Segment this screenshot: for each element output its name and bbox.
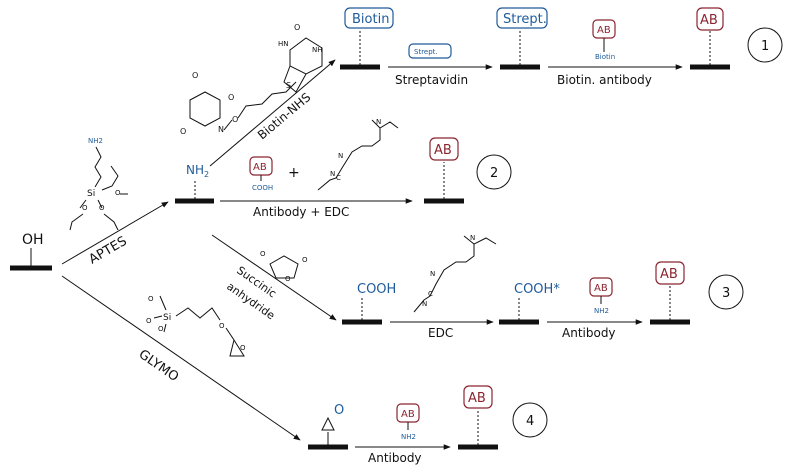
svg-text:O: O — [240, 344, 246, 352]
route-2-number: 2 — [490, 166, 498, 181]
svg-text:NH2: NH2 — [88, 137, 103, 145]
biotin-antibody-step: Biotin. antibody — [557, 73, 652, 87]
svg-text:O: O — [158, 325, 164, 333]
svg-text:AB: AB — [401, 409, 415, 420]
svg-text:O: O — [180, 127, 186, 136]
svg-text:N: N — [330, 170, 335, 178]
svg-text:O: O — [334, 403, 344, 418]
strept-label: Strept. — [503, 12, 547, 27]
succinic-structure: O O O — [260, 250, 308, 283]
svg-text:N: N — [218, 125, 224, 134]
cooh-label: COOH — [357, 282, 396, 297]
svg-text:Si: Si — [163, 313, 171, 323]
svg-text:N: N — [470, 234, 475, 242]
aptes-structure: NH2 Si O O O — [69, 137, 128, 231]
svg-text:NH2: NH2 — [401, 433, 416, 441]
biotin-small-label: Biotin — [595, 53, 615, 61]
svg-text:O: O — [82, 204, 88, 212]
route-1: Biotin Streptavidin Strept. Strept. Biot… — [340, 7, 783, 87]
svg-text:C: C — [428, 290, 433, 298]
amine-surface: NH2 — [175, 163, 214, 204]
svg-text:HN: HN — [278, 40, 289, 48]
svg-text:C: C — [336, 174, 341, 182]
route-4-number: 4 — [526, 414, 534, 429]
biotin-nhs-arrow — [209, 59, 336, 167]
svg-text:AB: AB — [660, 267, 678, 282]
svg-text:N: N — [430, 270, 435, 278]
glymo-label: GLYMO — [136, 347, 181, 385]
svg-text:NH2: NH2 — [186, 163, 209, 179]
svg-text:AB: AB — [594, 283, 608, 294]
plus-sign: + — [288, 165, 300, 181]
glymo-arrow — [61, 275, 301, 441]
biotin-nhs-label: Biotin-NHS — [255, 90, 313, 142]
svg-text:O: O — [148, 295, 154, 303]
route-3: COOH EDC N C N N COOH* Antibody AB NH2 A… — [342, 234, 744, 340]
svg-text:O: O — [228, 93, 234, 102]
biotin-nhs-structure: O O N O O O HN NH S — [180, 23, 323, 136]
glymo-structure: O O O Si O O — [146, 295, 246, 357]
svg-text:NH: NH — [312, 46, 323, 54]
svg-text:AB: AB — [253, 162, 267, 173]
svg-text:O: O — [294, 23, 300, 32]
antibody-edc-step: Antibody + EDC — [253, 205, 349, 219]
svg-text:O: O — [285, 275, 291, 283]
svg-text:O: O — [232, 115, 238, 124]
svg-text:N: N — [422, 300, 427, 308]
svg-text:O: O — [260, 250, 266, 258]
biotin-label: Biotin — [352, 12, 389, 27]
antibody-step-3: Antibody — [562, 326, 616, 340]
svg-text:S: S — [286, 81, 291, 90]
route-4: O Antibody AB NH2 AB 4 — [308, 385, 548, 465]
svg-text:N: N — [376, 118, 381, 126]
succinic-arrow — [211, 234, 337, 321]
route-3-number: 3 — [722, 286, 730, 301]
svg-text:AB: AB — [700, 13, 718, 28]
svg-text:O: O — [146, 317, 152, 325]
antibody-step-4: Antibody — [368, 451, 422, 465]
svg-text:Si: Si — [87, 189, 95, 199]
cooh-small-label: COOH — [252, 184, 273, 192]
route-1-number: 1 — [761, 39, 769, 54]
route-2: Antibody + EDC AB COOH + N C N N AB 2 — [220, 118, 512, 219]
svg-text:N: N — [338, 152, 343, 160]
streptavidin-step: Streptavidin — [395, 73, 468, 87]
edc-step: EDC — [428, 326, 453, 340]
svg-text:AB: AB — [468, 391, 486, 406]
svg-text:O: O — [192, 71, 198, 80]
svg-text:O: O — [302, 256, 308, 264]
svg-text:AB: AB — [434, 143, 452, 158]
aptes-arrow — [61, 201, 169, 265]
svg-text:O: O — [115, 189, 121, 197]
svg-text:AB: AB — [597, 25, 611, 36]
start-surface: OH — [10, 232, 52, 271]
cooh-star-label: COOH* — [514, 282, 560, 297]
strept-small-label: Strept. — [414, 48, 438, 56]
aptes-label: APTES — [87, 234, 130, 268]
svg-text:O: O — [219, 322, 225, 330]
oh-label: OH — [22, 232, 44, 248]
svg-text:NH2: NH2 — [594, 307, 609, 315]
